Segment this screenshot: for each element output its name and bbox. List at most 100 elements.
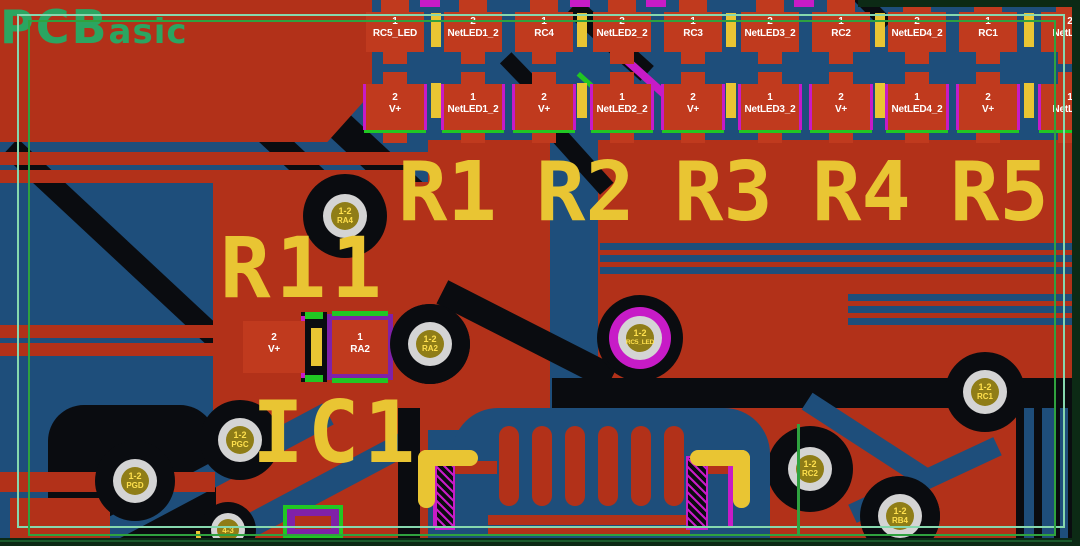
magenta-hatch-strip bbox=[686, 456, 708, 530]
ic1-pad-finger bbox=[499, 426, 519, 506]
r11-silk-bar bbox=[311, 328, 322, 366]
pad-net: RC1 bbox=[978, 27, 998, 39]
smd-pad-inner bbox=[295, 516, 331, 529]
pad-pin: 2 bbox=[271, 332, 277, 343]
blue-strip bbox=[1042, 408, 1054, 538]
pad-tail bbox=[532, 52, 556, 64]
frame-right bbox=[1072, 0, 1080, 546]
pad-tail bbox=[381, 0, 409, 12]
magenta-line bbox=[728, 458, 733, 528]
pad-net: NetLED4_2 bbox=[891, 27, 943, 39]
blue-trace bbox=[848, 294, 1072, 301]
pad-courtyard-edge bbox=[870, 84, 873, 130]
pad-pin: 1 bbox=[767, 92, 773, 103]
pad-paste-line bbox=[957, 130, 1019, 133]
magenta-sliver bbox=[646, 0, 666, 7]
silk-bar bbox=[577, 13, 587, 47]
pad-tail bbox=[756, 0, 784, 12]
outline-vline bbox=[797, 424, 800, 536]
pad-courtyard-edge bbox=[799, 84, 802, 130]
pad-paste-line bbox=[442, 130, 504, 133]
pad-pin: 2 bbox=[690, 92, 696, 103]
pad-courtyard-edge bbox=[651, 84, 654, 130]
via-drill bbox=[796, 455, 824, 483]
pad-net: V+ bbox=[981, 103, 995, 115]
pad-tail bbox=[976, 72, 1000, 84]
pad-paste-line bbox=[810, 130, 872, 133]
pad-tail bbox=[461, 52, 485, 64]
silk-bracket bbox=[418, 450, 435, 508]
pad-net: NetLED3_2 bbox=[744, 103, 796, 115]
pad-net: NetLED3_2 bbox=[744, 27, 796, 39]
pad-courtyard-edge bbox=[573, 84, 576, 130]
pad-net: NetLED2_2 bbox=[596, 27, 648, 39]
pad-net: V+ bbox=[834, 103, 848, 115]
via-drill bbox=[121, 467, 149, 495]
silk-bar bbox=[1024, 83, 1034, 118]
r11-paste-right-bottom bbox=[332, 378, 388, 383]
magenta-sliver bbox=[794, 0, 814, 7]
silk-bracket bbox=[733, 450, 750, 508]
copper-pour-corner bbox=[10, 498, 110, 538]
pad-tail bbox=[758, 72, 782, 84]
pad-courtyard-edge bbox=[738, 84, 741, 130]
r11-paste-right-top bbox=[332, 311, 388, 316]
pad-pin: 1 bbox=[1067, 92, 1073, 103]
copper-trace bbox=[0, 170, 414, 183]
pad-tail bbox=[610, 72, 634, 84]
blue-trace bbox=[600, 267, 1072, 274]
silk-bar bbox=[431, 83, 441, 118]
copper-pour-top-left bbox=[0, 0, 372, 142]
copper-bar bbox=[488, 528, 690, 536]
copper-trace bbox=[0, 343, 232, 356]
silk-label-r5: R5 bbox=[950, 145, 1049, 240]
silk-bar bbox=[726, 13, 736, 47]
blue-trace bbox=[600, 255, 1072, 262]
pad-r11-right[interactable]: 1 RA2 bbox=[332, 320, 388, 374]
silk-label-r2: R2 bbox=[536, 145, 635, 240]
pad-courtyard-edge bbox=[1017, 84, 1020, 130]
pad-tail bbox=[530, 0, 558, 12]
pad-pin: 1 bbox=[914, 92, 920, 103]
pad-courtyard-edge bbox=[441, 84, 444, 130]
pad-tail bbox=[461, 130, 485, 143]
magenta-sliver bbox=[570, 0, 590, 7]
logo-text-sub: asic bbox=[108, 12, 188, 52]
pad-r11-left[interactable]: 2 V+ bbox=[243, 321, 305, 373]
black-strip bbox=[398, 408, 420, 538]
silk-bar bbox=[875, 83, 885, 118]
pad-tail bbox=[905, 72, 929, 84]
pad-net: RC5_LED bbox=[372, 27, 418, 39]
pad-net: NetLED1_2 bbox=[447, 103, 499, 115]
pad-net: NetLED2_2 bbox=[596, 103, 648, 115]
pad-paste-line bbox=[662, 130, 724, 133]
